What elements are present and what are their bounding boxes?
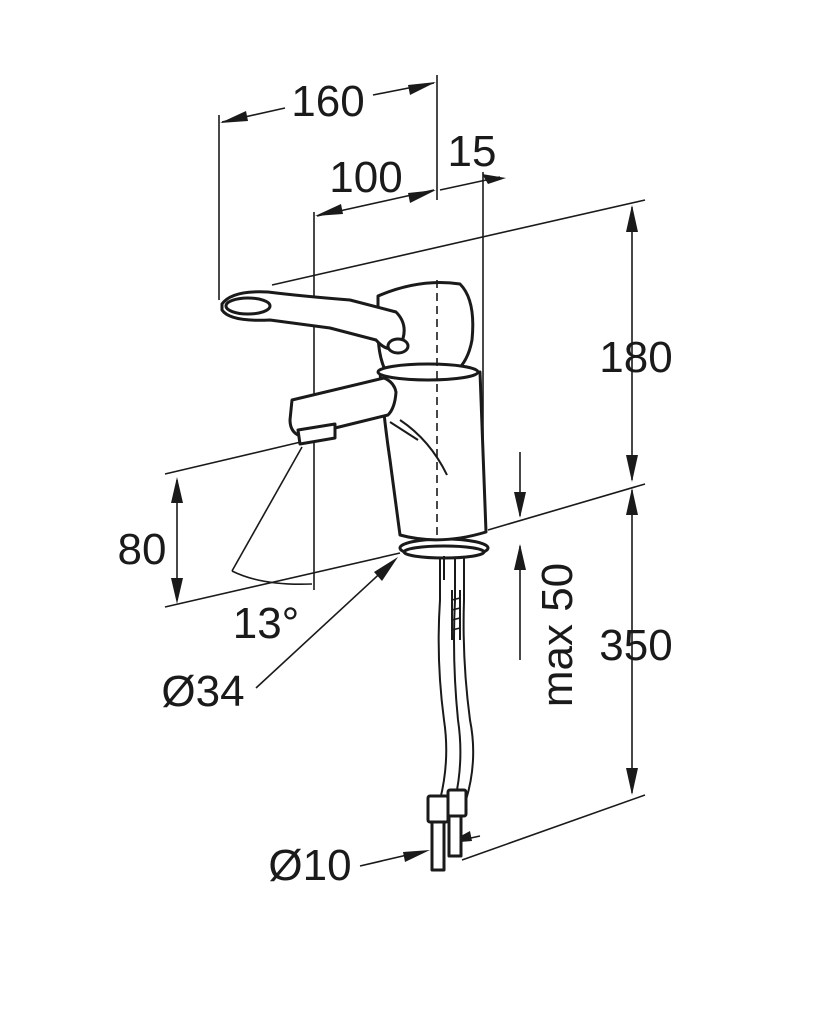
reach-100-label: 100	[329, 153, 402, 202]
diameter-10-label: Ø10	[268, 841, 351, 890]
angle-13-label: 13°	[233, 599, 300, 648]
diameter-34-label: Ø34	[161, 667, 244, 716]
dimension-overall-length: 160	[218, 75, 438, 300]
spout	[288, 376, 398, 438]
base-plate	[398, 537, 490, 580]
supply-hoses	[426, 555, 475, 872]
dimension-max-thickness: max 50	[514, 452, 582, 707]
hose-350-label: 350	[599, 621, 672, 670]
dimension-base-diameter: Ø34	[161, 557, 398, 716]
dimension-hose-length: 350	[461, 483, 673, 861]
dimension-hose-diameter: Ø10	[268, 831, 481, 890]
dimension-outlet-height: 80	[118, 440, 401, 608]
outlet-80-label: 80	[118, 525, 167, 574]
length-160-label: 160	[291, 77, 364, 126]
dimension-height: 180	[271, 199, 673, 482]
height-180-label: 180	[599, 333, 672, 382]
offset-15-label: 15	[448, 127, 497, 176]
faucet-illustration	[220, 280, 490, 872]
max-50-label: max 50	[533, 563, 582, 707]
spray-angle: 13°	[231, 446, 313, 648]
